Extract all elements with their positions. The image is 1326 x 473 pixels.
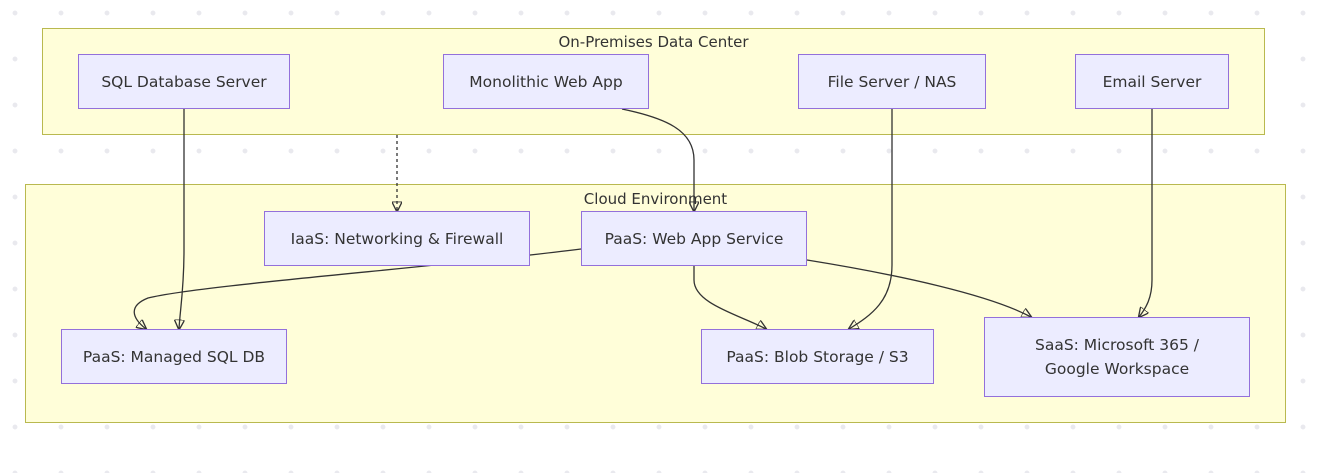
group-cloud-title: Cloud Environment bbox=[583, 190, 728, 208]
node-saas-office-suite[interactable]: SaaS: Microsoft 365 / Google Workspace bbox=[984, 317, 1250, 397]
node-email-server[interactable]: Email Server bbox=[1075, 54, 1229, 109]
node-paas-blob-storage[interactable]: PaaS: Blob Storage / S3 bbox=[701, 329, 934, 384]
node-file-server-nas[interactable]: File Server / NAS bbox=[798, 54, 986, 109]
node-paas-web-app-service[interactable]: PaaS: Web App Service bbox=[581, 211, 807, 266]
group-on-premises-title: On-Premises Data Center bbox=[558, 33, 749, 51]
node-monolithic-web-app[interactable]: Monolithic Web App bbox=[443, 54, 649, 109]
node-sql-database-server[interactable]: SQL Database Server bbox=[78, 54, 290, 109]
node-iaas-networking-firewall[interactable]: IaaS: Networking & Firewall bbox=[264, 211, 530, 266]
node-paas-managed-sql-db[interactable]: PaaS: Managed SQL DB bbox=[61, 329, 287, 384]
